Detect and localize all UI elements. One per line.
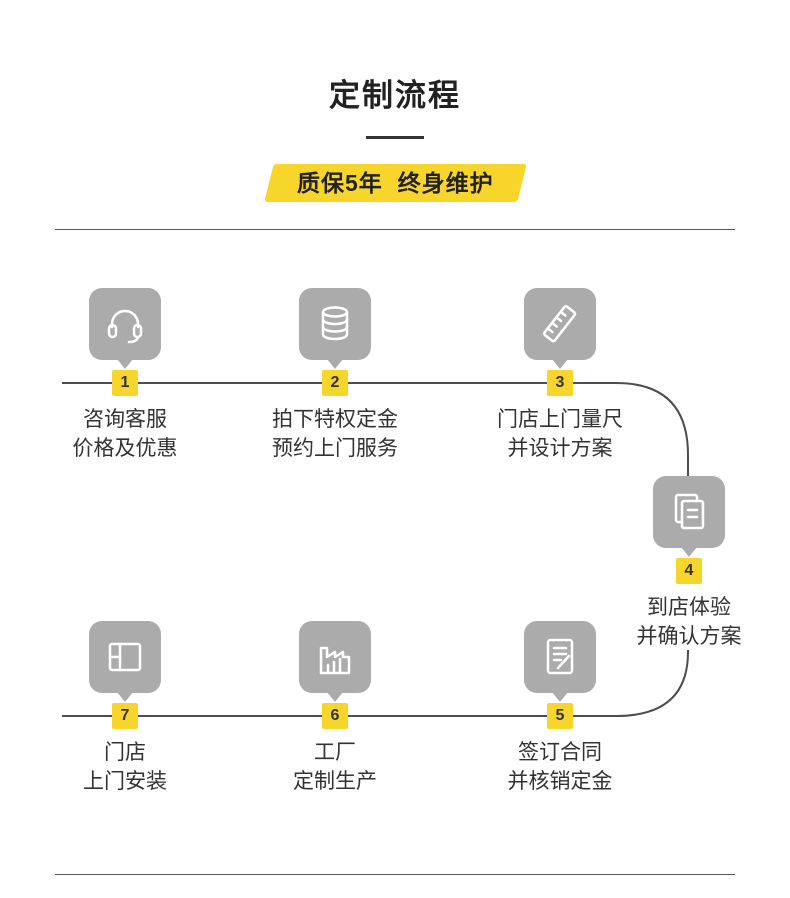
step-2-label-line1: 拍下特权定金 <box>272 408 398 431</box>
contract-icon <box>546 638 574 675</box>
step-3-label: 门店上门量尺 并设计方案 <box>497 405 623 463</box>
headset-icon <box>107 309 143 344</box>
factory-icon <box>319 646 351 675</box>
step-6-label: 工厂 定制生产 <box>293 738 377 796</box>
step-1-number-badge: 1 <box>112 370 138 396</box>
header: 定制流程 质保5年 终身维护 <box>0 0 790 202</box>
step-2: 2 拍下特权定金 预约上门服务 <box>235 288 435 463</box>
step-6: 6 工厂 定制生产 <box>235 621 435 796</box>
step-4-label-line2: 并确认方案 <box>636 625 742 648</box>
step-7-label-line1: 门店 <box>104 741 146 764</box>
step-1-label: 咨询客服 价格及优惠 <box>73 405 178 463</box>
step-4: 4 到店体验 并确认方案 <box>604 476 774 651</box>
step-3-number-badge: 3 <box>547 370 573 396</box>
step-2-label: 拍下特权定金 预约上门服务 <box>272 405 398 463</box>
page-title: 定制流程 <box>329 78 461 113</box>
step-3-icon-tile <box>524 288 596 360</box>
step-1-icon-tile <box>89 288 161 360</box>
step-1-label-line1: 咨询客服 <box>83 408 167 431</box>
step-1: 1 咨询客服 价格及优惠 <box>25 288 225 463</box>
step-4-icon-tile <box>653 476 725 548</box>
step-7-number-badge: 7 <box>112 703 138 729</box>
step-5-label-line1: 签订合同 <box>518 741 602 764</box>
step-2-number-badge: 2 <box>322 370 348 396</box>
step-7-label-line2: 上门安装 <box>83 770 167 793</box>
top-divider <box>55 229 735 230</box>
step-6-number-badge: 6 <box>322 703 348 729</box>
step-2-label-line2: 预约上门服务 <box>272 437 398 460</box>
title-underline <box>366 136 424 139</box>
step-7-icon-tile <box>89 621 161 693</box>
step-5-label: 签订合同 并核销定金 <box>508 738 613 796</box>
flow-connector-line <box>62 382 689 717</box>
step-2-icon-tile <box>299 288 371 360</box>
step-4-label-line1: 到店体验 <box>647 596 731 619</box>
step-3-label-line2: 并设计方案 <box>507 437 613 460</box>
step-6-label-line2: 定制生产 <box>293 770 377 793</box>
step-5-icon-tile <box>524 621 596 693</box>
step-5: 5 签订合同 并核销定金 <box>460 621 660 796</box>
warranty-ribbon-label: 质保5年 终身维护 <box>296 170 494 196</box>
step-7-label: 门店 上门安装 <box>83 738 167 796</box>
coins-icon <box>321 306 349 341</box>
documents-icon <box>674 493 705 530</box>
step-5-number-badge: 5 <box>547 703 573 729</box>
step-3-label-line1: 门店上门量尺 <box>497 408 623 431</box>
step-6-icon-tile <box>299 621 371 693</box>
step-3: 3 门店上门量尺 并设计方案 <box>460 288 660 463</box>
warranty-ribbon: 质保5年 终身维护 <box>263 164 527 202</box>
step-7: 7 门店 上门安装 <box>25 621 225 796</box>
step-6-label-line1: 工厂 <box>314 741 356 764</box>
step-1-label-line2: 价格及优惠 <box>72 437 178 460</box>
ruler-icon <box>542 305 577 343</box>
step-5-label-line2: 并核销定金 <box>507 770 613 793</box>
process-flow: 1 咨询客服 价格及优惠 2 拍下特权定金 预约上门服务 <box>0 238 790 858</box>
window-icon <box>108 642 142 672</box>
step-4-label: 到店体验 并确认方案 <box>637 593 742 651</box>
step-4-number-badge: 4 <box>676 558 702 584</box>
bottom-divider <box>55 874 735 875</box>
